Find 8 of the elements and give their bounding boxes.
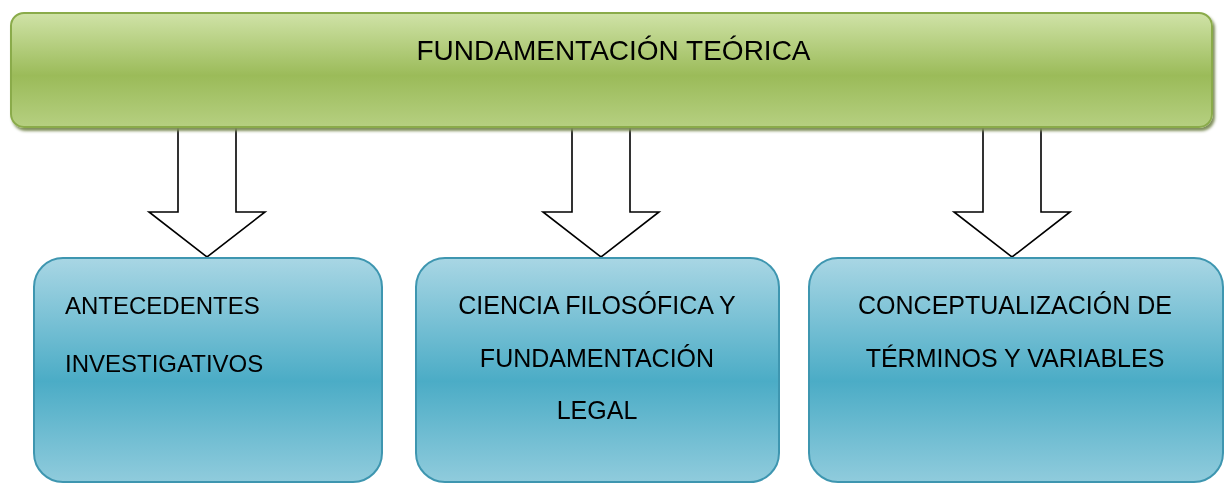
- topic-box: [415, 257, 780, 483]
- title-box: [10, 12, 1213, 128]
- topic-text: CIENCIA FILOSÓFICA Y FUNDAMENTACIÓN LEGAL: [457, 290, 737, 426]
- topic-text: ANTECEDENTES INVESTIGATIVOS: [65, 291, 265, 379]
- title-text: FUNDAMENTACIÓN TEÓRICA: [415, 34, 812, 68]
- topic-box: [33, 257, 383, 483]
- topic-text: CONCEPTUALIZACIÓN DE TÉRMINOS Y VARIABLES: [857, 290, 1173, 374]
- topic-box: [808, 257, 1224, 483]
